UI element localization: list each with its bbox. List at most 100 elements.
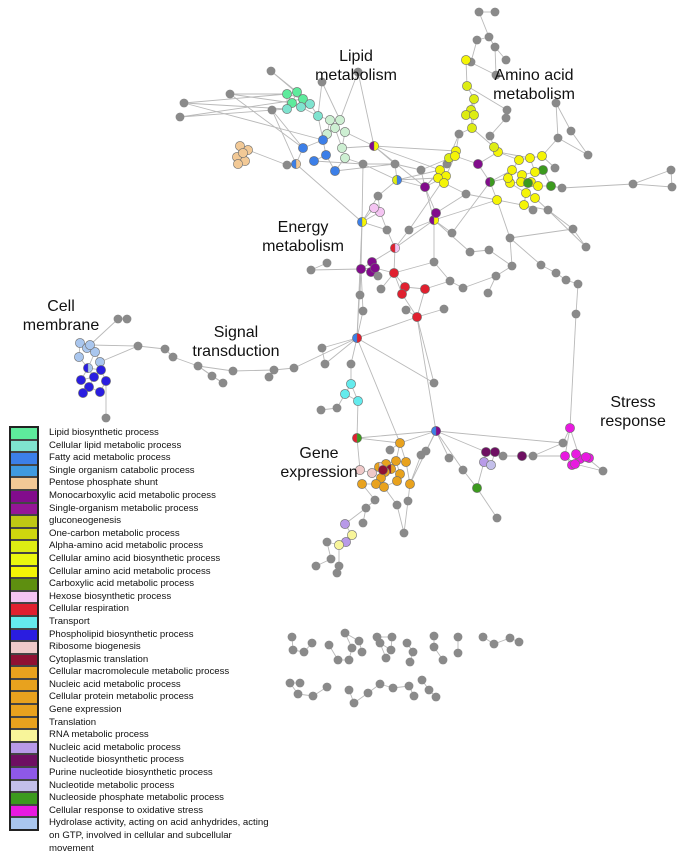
network-node	[311, 561, 321, 571]
network-node	[307, 638, 317, 648]
network-edge	[465, 193, 498, 201]
network-edge	[393, 261, 435, 274]
network-edge	[532, 442, 564, 457]
network-node	[538, 165, 548, 175]
network-node	[370, 263, 380, 273]
network-node	[122, 314, 132, 324]
network-edge	[435, 430, 450, 459]
network-node	[514, 637, 524, 647]
network-node	[501, 55, 511, 65]
network-node	[347, 643, 357, 653]
network-node	[288, 645, 298, 655]
network-node	[420, 284, 430, 294]
legend-swatch	[10, 578, 38, 591]
network-edge	[295, 163, 363, 223]
legend-label: Cellular amino acid biosynthetic process	[49, 552, 221, 564]
network-node	[461, 189, 471, 199]
network-node	[431, 208, 441, 218]
network-node-secondary-annotation	[435, 426, 441, 436]
network-edge	[89, 318, 119, 346]
network-node	[285, 678, 295, 688]
network-node	[462, 81, 472, 91]
network-node	[523, 178, 533, 188]
network-edge	[509, 237, 513, 267]
network-edge	[356, 437, 401, 444]
network-node	[113, 314, 123, 324]
network-node	[179, 98, 189, 108]
network-node	[439, 304, 449, 314]
network-node	[421, 446, 431, 456]
network-node	[484, 32, 494, 42]
network-node	[583, 150, 593, 160]
network-node	[356, 264, 366, 274]
network-node	[417, 675, 427, 685]
network-edge	[396, 177, 439, 181]
legend-label: Cellular response to oxidative stress	[49, 804, 204, 816]
network-node	[292, 87, 302, 97]
network-node	[334, 540, 344, 550]
network-node	[349, 698, 359, 708]
network-node	[402, 638, 412, 648]
network-node	[490, 447, 500, 457]
network-edge	[466, 85, 508, 111]
network-node	[561, 275, 571, 285]
legend-label: Carboxylic acid metabolic process	[49, 578, 195, 590]
network-node	[469, 94, 479, 104]
network-node	[489, 142, 499, 152]
network-node	[361, 503, 371, 513]
legend-label: Nucleotide metabolic process	[49, 779, 175, 791]
network-node	[316, 405, 326, 415]
network-node	[282, 89, 292, 99]
network-node	[429, 378, 439, 388]
network-node	[175, 112, 185, 122]
network-node	[550, 163, 560, 173]
network-node	[581, 452, 591, 462]
legend-swatch	[10, 502, 38, 516]
network-node	[505, 633, 515, 643]
legend-label: Alpha-amino acid metabolic process	[49, 540, 204, 552]
network-nodes	[74, 7, 677, 708]
network-node	[472, 483, 482, 493]
network-node	[478, 632, 488, 642]
network-node	[373, 271, 383, 281]
network-node	[308, 691, 318, 701]
network-node	[481, 447, 491, 457]
network-node	[546, 181, 556, 191]
network-edge	[569, 313, 577, 429]
network-node	[326, 554, 336, 564]
network-node	[346, 359, 356, 369]
network-edge	[547, 209, 574, 230]
legend-label: Nucleic acid metabolic process	[49, 741, 181, 753]
legend-swatch	[10, 540, 38, 553]
network-node	[405, 479, 415, 489]
network-node	[267, 105, 277, 115]
network-node-secondary-annotation	[356, 433, 362, 443]
network-node	[347, 530, 357, 540]
network-edge	[317, 81, 323, 117]
network-node	[389, 268, 399, 278]
network-node	[299, 647, 309, 657]
network-node	[340, 153, 350, 163]
network-edge	[433, 199, 498, 221]
legend-swatch	[10, 477, 38, 490]
network-node	[101, 413, 111, 423]
network-node	[238, 148, 248, 158]
network-node	[570, 459, 580, 469]
network-node	[551, 98, 561, 108]
network-node	[581, 242, 591, 252]
network-node	[628, 179, 638, 189]
network-node	[101, 376, 111, 386]
network-edge	[547, 209, 587, 248]
network-edge	[570, 130, 589, 156]
network-node	[395, 438, 405, 448]
network-node	[514, 155, 524, 165]
network-node	[74, 352, 84, 362]
legend-label: Nucleic acid metabolic process	[49, 678, 181, 690]
network-edge	[356, 337, 401, 444]
network-node	[391, 456, 401, 466]
network-node	[403, 496, 413, 506]
network-edge	[361, 163, 364, 223]
network-node	[84, 382, 94, 392]
network-node	[483, 288, 493, 298]
network-edge	[394, 163, 422, 171]
